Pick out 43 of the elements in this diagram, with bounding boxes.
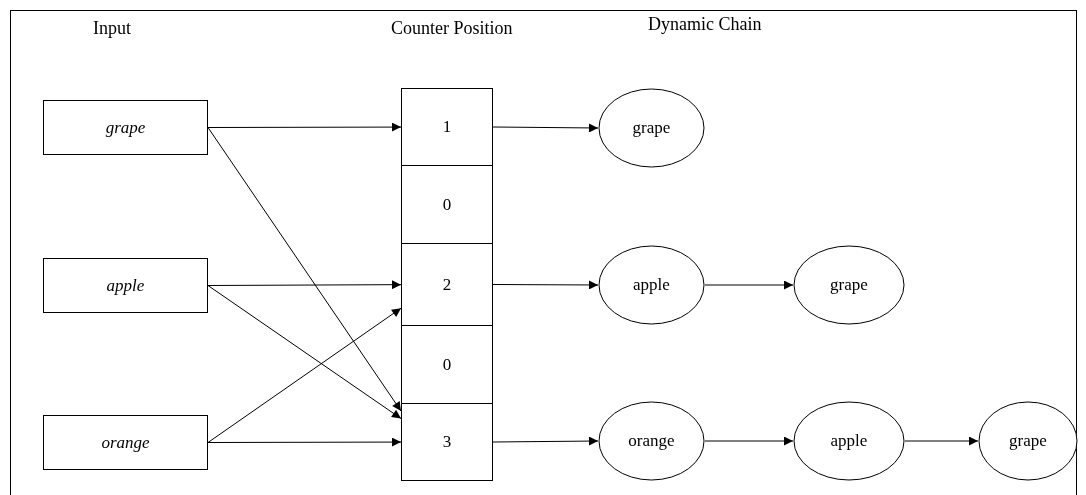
count-value: 0 [442, 194, 452, 215]
word-text: orange [628, 431, 675, 451]
word-text: apple [830, 431, 868, 451]
input-box [43, 100, 208, 155]
arrow [704, 436, 794, 446]
counter-cell [401, 88, 493, 166]
input-box [43, 415, 208, 470]
count-value: 3 [442, 432, 452, 452]
arrow [704, 280, 794, 290]
word-text: grape [1009, 431, 1047, 451]
counter-cell [401, 165, 493, 244]
chain-node-ellipse [793, 245, 905, 325]
count-value: 0 [442, 354, 452, 375]
chain-node-ellipse [978, 401, 1078, 481]
counter-cell [401, 403, 493, 481]
chain-node-ellipse [598, 245, 705, 325]
word-text: grape [830, 275, 868, 295]
column-heading: Input [93, 18, 131, 39]
arrow [207, 437, 402, 447]
counter-cell [401, 325, 493, 404]
column-heading: Counter Position [391, 18, 513, 39]
arrow [492, 436, 599, 446]
chain-node-ellipse [598, 401, 705, 481]
word-text: apple [633, 275, 670, 295]
count-value: 1 [442, 117, 452, 137]
count-value: 2 [442, 274, 452, 295]
arrow [207, 127, 402, 412]
word-text: apple [106, 275, 145, 296]
arrow [207, 122, 402, 132]
arrow [207, 307, 402, 443]
word-text: grape [632, 118, 671, 138]
arrow [904, 436, 979, 446]
input-box [43, 258, 208, 313]
word-text: grape [105, 117, 146, 138]
word-text: orange [101, 432, 150, 453]
arrow [207, 285, 402, 420]
chain-node-ellipse [598, 88, 705, 168]
column-heading: Dynamic Chain [648, 14, 762, 35]
arrow [207, 280, 402, 290]
counter-cell [401, 243, 493, 326]
arrow [492, 280, 599, 290]
arrow [492, 123, 599, 133]
chain-node-ellipse [793, 401, 905, 481]
